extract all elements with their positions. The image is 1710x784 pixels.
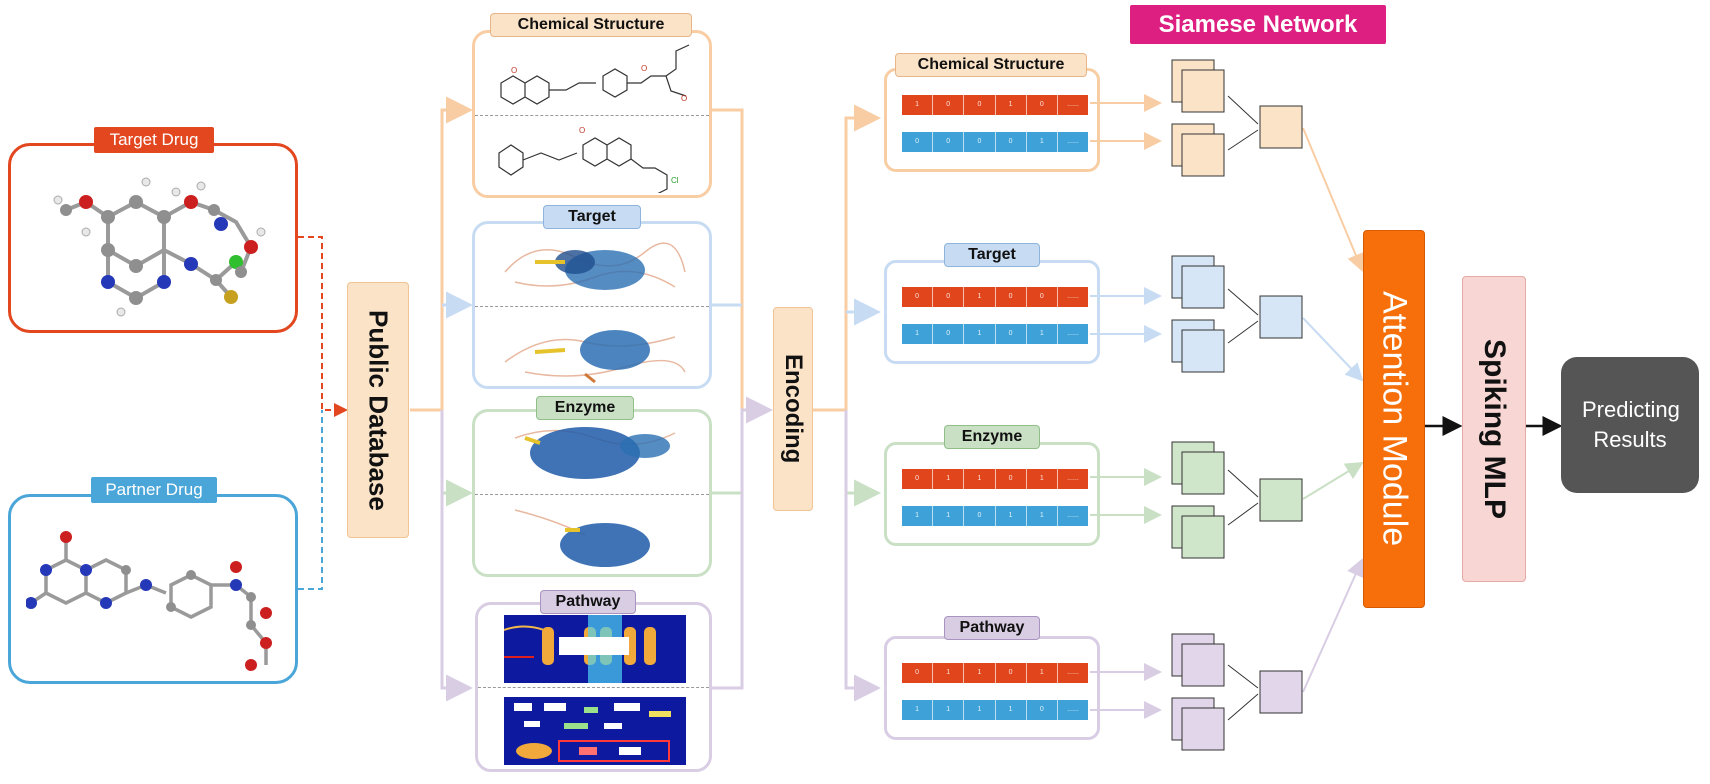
public-database-box: Public Database — [347, 282, 409, 538]
target-drug-box — [8, 143, 298, 333]
svg-text:Cl: Cl — [671, 176, 679, 185]
enzyme-protein-image-1 — [514, 427, 676, 479]
attention-module-label: Attention Module — [1375, 291, 1414, 547]
pathway-image-1 — [504, 615, 686, 683]
pathway-label: Pathway — [540, 590, 636, 614]
predicting-results-label: Predicting Results — [1582, 397, 1680, 452]
divider — [475, 494, 709, 495]
predicting-results-box: Predicting Results — [1561, 357, 1699, 493]
pathway-vector-label: Pathway — [944, 616, 1040, 640]
spiking-mlp-box: Spiking MLP — [1462, 276, 1526, 582]
encoding-box: Encoding — [773, 307, 813, 511]
divider — [478, 687, 709, 688]
chemical-molecule-image-2: Cl O — [498, 126, 679, 193]
partner-drug-molecule-image — [26, 531, 272, 671]
chemical-vector-label: Chemical Structure — [895, 53, 1087, 77]
svg-text:O: O — [511, 66, 517, 75]
pathway-image-2 — [504, 697, 686, 765]
encoding-label: Encoding — [780, 354, 807, 464]
svg-text:O: O — [681, 94, 687, 103]
target-protein-image-2 — [504, 330, 686, 384]
public-database-label: Public Database — [363, 309, 394, 511]
target-protein-image-1 — [504, 242, 686, 290]
target-vector-label: Target — [944, 243, 1040, 267]
spiking-mlp-label: Spiking MLP — [1478, 339, 1511, 519]
enzyme-protein-image-2 — [514, 509, 650, 567]
chemical-molecule-image-1: O O O — [500, 44, 690, 105]
siamese-square-stacks — [1171, 59, 1303, 751]
divider — [475, 115, 709, 116]
target-box — [472, 221, 712, 389]
target-drug-label: Target Drug — [94, 127, 214, 153]
partner-drug-box — [8, 494, 298, 684]
target-label: Target — [543, 205, 641, 229]
target-drug-connector — [298, 236, 348, 417]
enzyme-label: Enzyme — [536, 396, 634, 420]
pathway-box — [475, 602, 712, 772]
svg-text:O: O — [579, 126, 585, 135]
target-drug-molecule-image — [53, 177, 266, 317]
chemical-structure-box: O O O Cl O — [472, 30, 712, 198]
enzyme-vector-label: Enzyme — [944, 425, 1040, 449]
enzyme-box — [472, 409, 712, 577]
divider — [475, 306, 709, 307]
partner-drug-connector — [298, 410, 323, 590]
partner-drug-label: Partner Drug — [91, 477, 217, 503]
siamese-network-title: Siamese Network — [1130, 5, 1386, 44]
svg-text:O: O — [641, 64, 647, 73]
chemical-structure-label: Chemical Structure — [490, 13, 692, 37]
attention-module-box: Attention Module — [1363, 230, 1425, 608]
